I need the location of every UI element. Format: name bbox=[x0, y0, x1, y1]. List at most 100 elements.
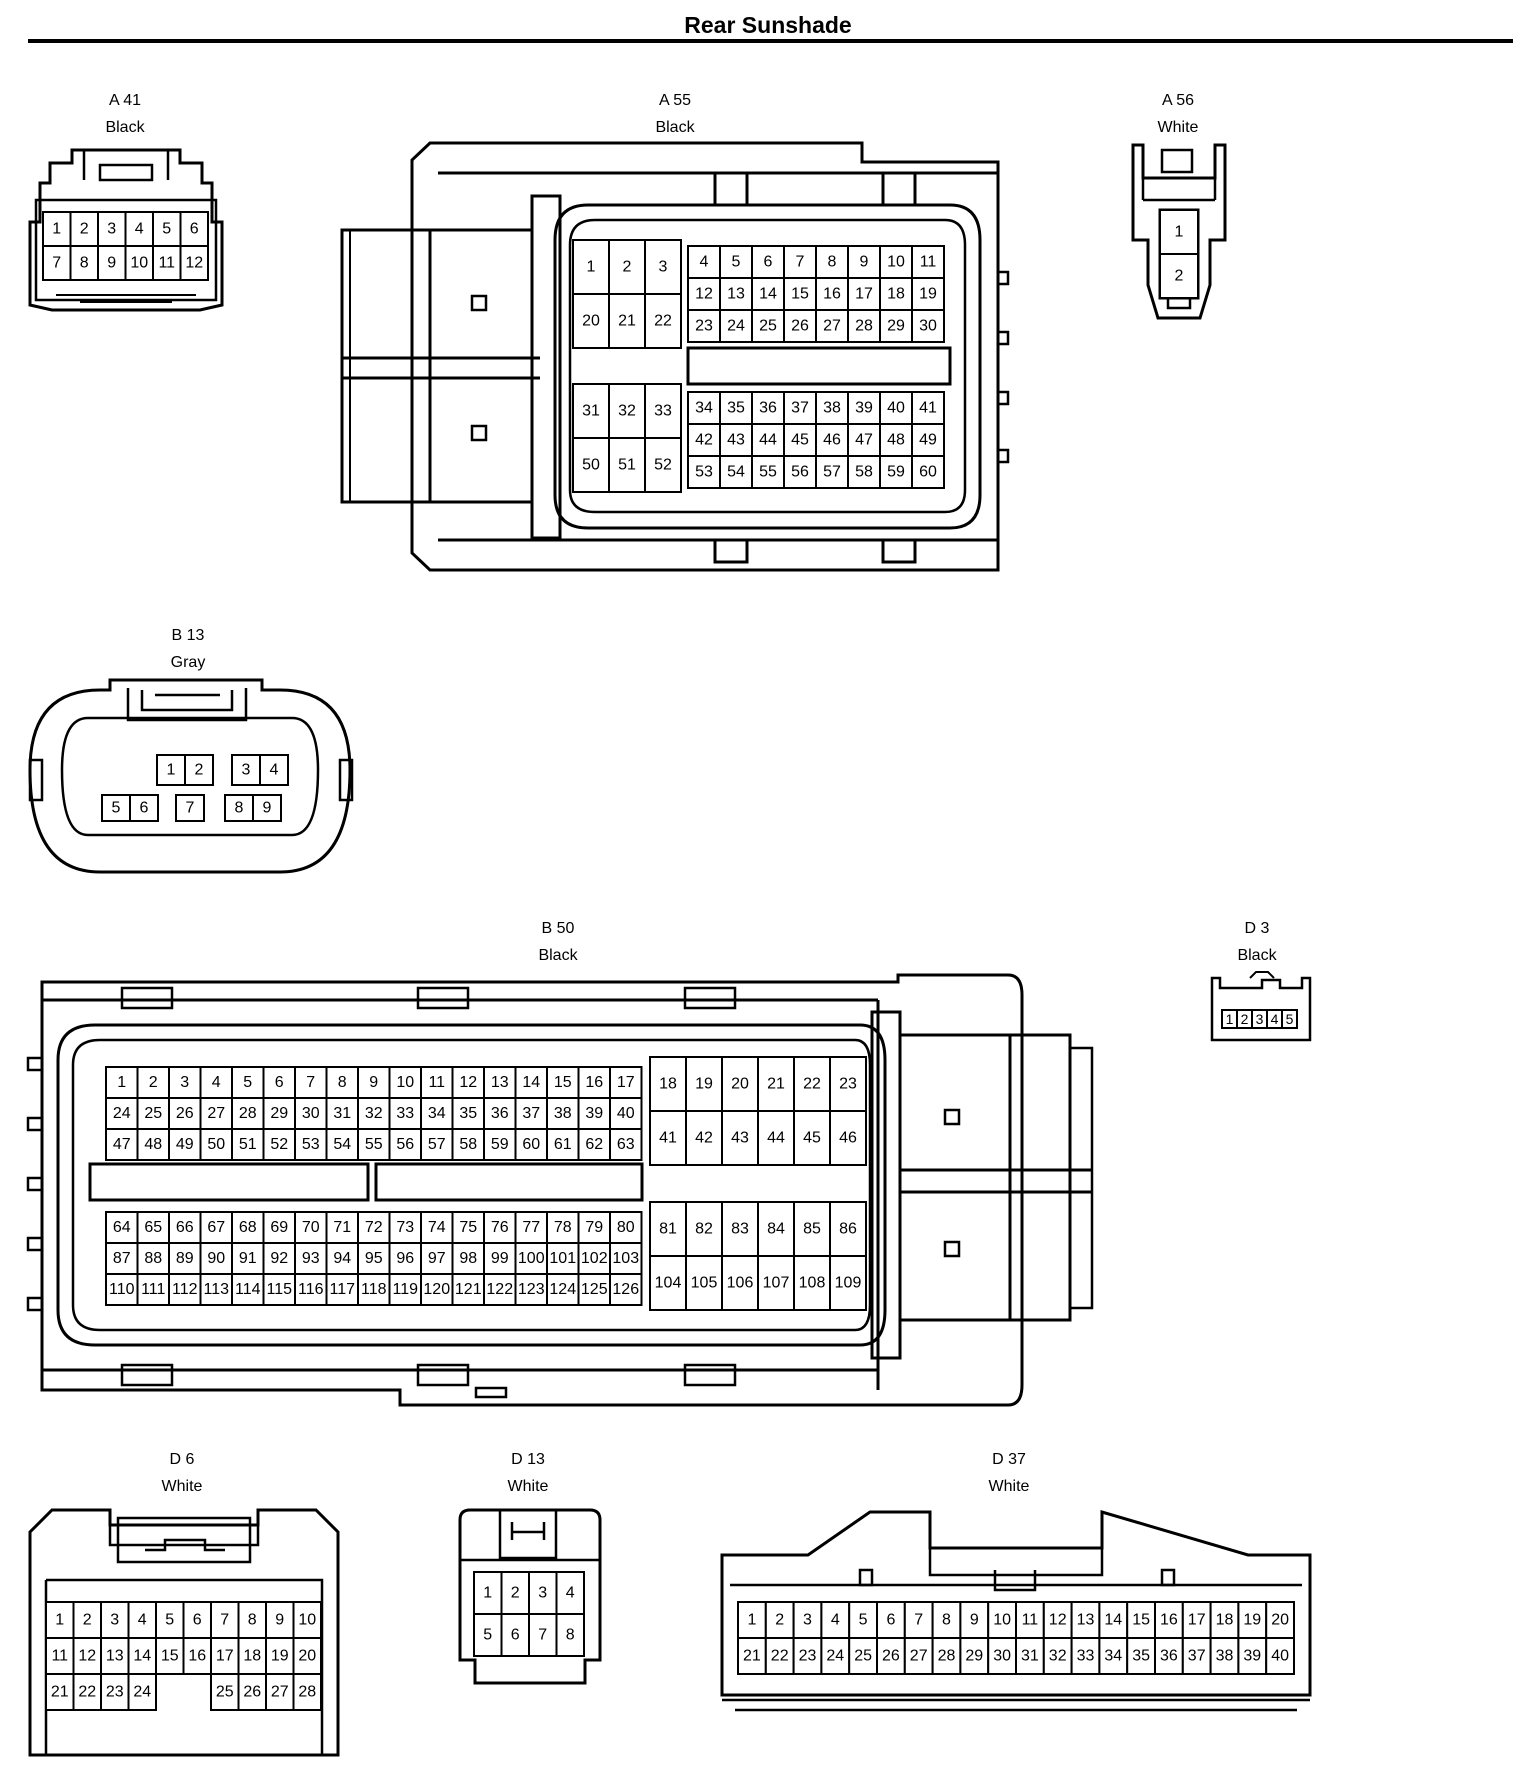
a55-pin-cell bbox=[879, 455, 913, 489]
b50-pin-98: 98 bbox=[459, 1250, 477, 1267]
b50-pin-cell bbox=[262, 1128, 296, 1161]
b50-pin-8: 8 bbox=[338, 1074, 347, 1091]
a55-pin-31: 31 bbox=[582, 403, 600, 420]
a55-pin-cell bbox=[719, 245, 753, 279]
a41-pin-8: 8 bbox=[80, 255, 89, 272]
b50-pin-54: 54 bbox=[333, 1136, 351, 1153]
b50-pin-16: 16 bbox=[585, 1074, 603, 1091]
d37-pin-6: 6 bbox=[886, 1612, 895, 1629]
a56-pin-2: 2 bbox=[1175, 268, 1184, 285]
b50-pin-cell bbox=[136, 1066, 170, 1099]
b50-pin-cell bbox=[546, 1128, 580, 1161]
b50-pin-cell bbox=[609, 1242, 643, 1275]
d6-pin-23: 23 bbox=[106, 1684, 124, 1701]
a55-pin-1: 1 bbox=[587, 259, 596, 276]
b50-pin-cell bbox=[294, 1097, 328, 1130]
a56-id-label: A 56 bbox=[1161, 92, 1195, 109]
b13-pin-9: 9 bbox=[263, 800, 272, 817]
b50-pin-cell bbox=[483, 1211, 517, 1244]
b50-pin-cell bbox=[757, 1255, 795, 1311]
a55-pin-cell bbox=[687, 391, 721, 425]
d6-pin-cell bbox=[292, 1673, 322, 1711]
b50-pin-cell bbox=[136, 1273, 170, 1306]
a56-pin-grid: 12 bbox=[1159, 209, 1199, 299]
d37-pin-cell bbox=[903, 1637, 934, 1675]
a55-pin-44: 44 bbox=[759, 432, 777, 449]
d37-pin-23: 23 bbox=[799, 1648, 817, 1665]
b50-pin-cell bbox=[105, 1242, 139, 1275]
d37-pin-29: 29 bbox=[965, 1648, 983, 1665]
b50-pin-cell bbox=[609, 1211, 643, 1244]
b50-pin-117: 117 bbox=[329, 1281, 355, 1298]
a55-pin-11: 11 bbox=[920, 254, 937, 271]
b50-pin-101: 101 bbox=[549, 1250, 576, 1267]
d37-pin-37: 37 bbox=[1188, 1648, 1206, 1665]
a56-pin-cell bbox=[1159, 209, 1199, 255]
d3-pin-5: 5 bbox=[1286, 1011, 1294, 1027]
b50-pin-7: 7 bbox=[306, 1074, 315, 1091]
b50-pin-119: 119 bbox=[392, 1281, 418, 1298]
a55-pin-46: 46 bbox=[823, 432, 841, 449]
d6-pin-cell bbox=[72, 1673, 102, 1711]
b50-pin-39: 39 bbox=[585, 1105, 603, 1122]
b50-pin-78: 78 bbox=[554, 1219, 572, 1236]
a41-pin-10: 10 bbox=[130, 255, 148, 272]
b50-pin-35: 35 bbox=[459, 1105, 477, 1122]
b50-pin-11: 11 bbox=[428, 1074, 445, 1091]
a56-connector: 12 bbox=[1131, 143, 1227, 320]
d6-pin-6: 6 bbox=[193, 1612, 202, 1629]
b50-pin-cell bbox=[388, 1273, 422, 1306]
d37-pin-11: 11 bbox=[1022, 1612, 1039, 1629]
a55-pin-50: 50 bbox=[582, 457, 600, 474]
d37-pin-21: 21 bbox=[743, 1648, 761, 1665]
b50-pin-100: 100 bbox=[518, 1250, 545, 1267]
a55-pin-cell bbox=[644, 239, 682, 295]
b50-pin-77: 77 bbox=[522, 1219, 540, 1236]
d37-pin-cell bbox=[792, 1637, 823, 1675]
a41-pin-cell bbox=[97, 211, 127, 247]
b50-pin-17: 17 bbox=[617, 1074, 635, 1091]
b13-pin-2: 2 bbox=[195, 762, 204, 779]
b50-pin-122: 122 bbox=[486, 1281, 513, 1298]
a55-pin-cell bbox=[751, 277, 785, 311]
b50-pin-26: 26 bbox=[176, 1105, 194, 1122]
b50-pin-112: 112 bbox=[172, 1281, 198, 1298]
d6-pin-8: 8 bbox=[248, 1612, 257, 1629]
b50-pin-20: 20 bbox=[731, 1076, 749, 1093]
a55-pin-47: 47 bbox=[855, 432, 873, 449]
d37-pin-5: 5 bbox=[859, 1612, 868, 1629]
d37-pin-1: 1 bbox=[747, 1612, 756, 1629]
b50-pin-67: 67 bbox=[207, 1219, 225, 1236]
d6-pin-26: 26 bbox=[243, 1684, 261, 1701]
d13-pin-3: 3 bbox=[538, 1585, 547, 1602]
a55-pin-55: 55 bbox=[759, 464, 777, 481]
b50-pin-cell bbox=[451, 1273, 485, 1306]
d6-pin-12: 12 bbox=[78, 1648, 96, 1665]
d37-pin-24: 24 bbox=[826, 1648, 844, 1665]
d37-pin-19: 19 bbox=[1243, 1612, 1261, 1629]
b50-pin-14: 14 bbox=[522, 1074, 540, 1091]
d37-pin-32: 32 bbox=[1049, 1648, 1067, 1665]
a55-pin-cell bbox=[879, 391, 913, 425]
d6-pin-28: 28 bbox=[298, 1684, 316, 1701]
d37-pin-cell bbox=[737, 1637, 767, 1675]
b50-pin-cell bbox=[483, 1273, 517, 1306]
a55-pin-13: 13 bbox=[727, 286, 745, 303]
b50-pin-cell bbox=[420, 1066, 454, 1099]
a55-pin-cell bbox=[608, 293, 646, 349]
b50-pin-57: 57 bbox=[428, 1136, 446, 1153]
b50-pin-cell bbox=[388, 1097, 422, 1130]
a55-pin-45: 45 bbox=[791, 432, 809, 449]
b50-pin-cell bbox=[420, 1128, 454, 1161]
b50-pin-55: 55 bbox=[365, 1136, 383, 1153]
a55-pin-8: 8 bbox=[828, 254, 837, 271]
b13-pin-cell bbox=[101, 794, 131, 822]
a55-pin-32: 32 bbox=[618, 403, 636, 420]
d6-pin-18: 18 bbox=[243, 1648, 261, 1665]
